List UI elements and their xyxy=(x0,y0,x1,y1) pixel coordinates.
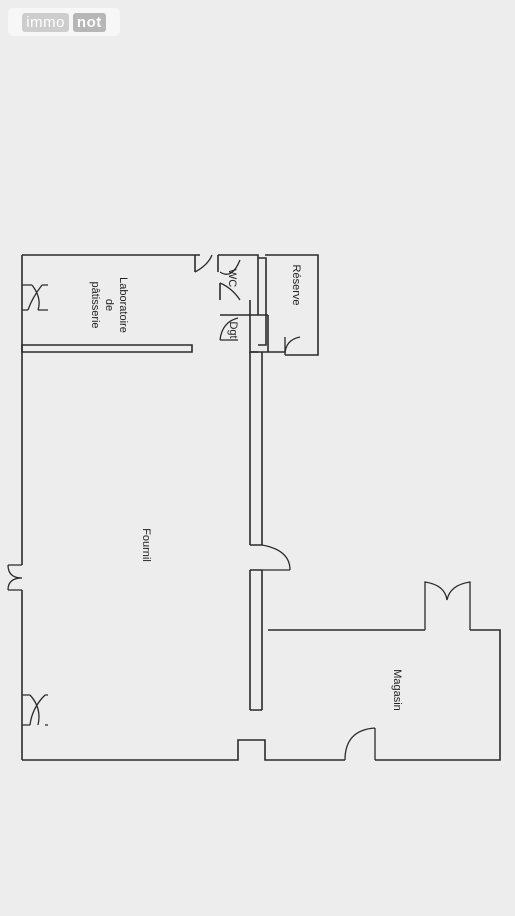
wall-wc xyxy=(217,254,259,353)
watermark-part-2: not xyxy=(72,12,106,32)
room-label-wc: WC xyxy=(226,269,238,287)
wall-top-reserve xyxy=(265,254,319,356)
outer-wall-bottom xyxy=(22,629,501,761)
door-dgt xyxy=(219,317,239,341)
room-label-fournil: Fournil xyxy=(140,528,152,562)
door-labo-top xyxy=(194,254,213,273)
wall-central-partition xyxy=(249,352,263,711)
room-label-labo-3: pâtisserie xyxy=(89,281,101,328)
watermark-logo: immo not xyxy=(8,8,120,36)
room-label-dgt: Dgt xyxy=(227,321,239,338)
door-magasin-top xyxy=(424,581,471,630)
door-wc xyxy=(219,259,241,301)
wall-dgt xyxy=(220,314,285,353)
room-label-magasin: Magasin xyxy=(391,669,403,711)
door-magasin-entry xyxy=(344,727,376,761)
watermark-part-1: immo xyxy=(22,12,69,32)
room-label-reserve: Réserve xyxy=(290,265,302,306)
room-label-labo-2: de xyxy=(103,299,115,311)
wall-labo-fournil xyxy=(21,344,193,353)
door-fournil-left xyxy=(7,564,23,591)
room-label-labo-1: Laboratoire xyxy=(117,277,129,333)
door-labo-left xyxy=(22,284,48,311)
door-fournil-bottom xyxy=(22,694,48,726)
door-central xyxy=(261,544,291,571)
door-reserve xyxy=(284,336,301,356)
wall-labo-right xyxy=(194,254,200,272)
wall-reserve-left xyxy=(258,257,267,346)
